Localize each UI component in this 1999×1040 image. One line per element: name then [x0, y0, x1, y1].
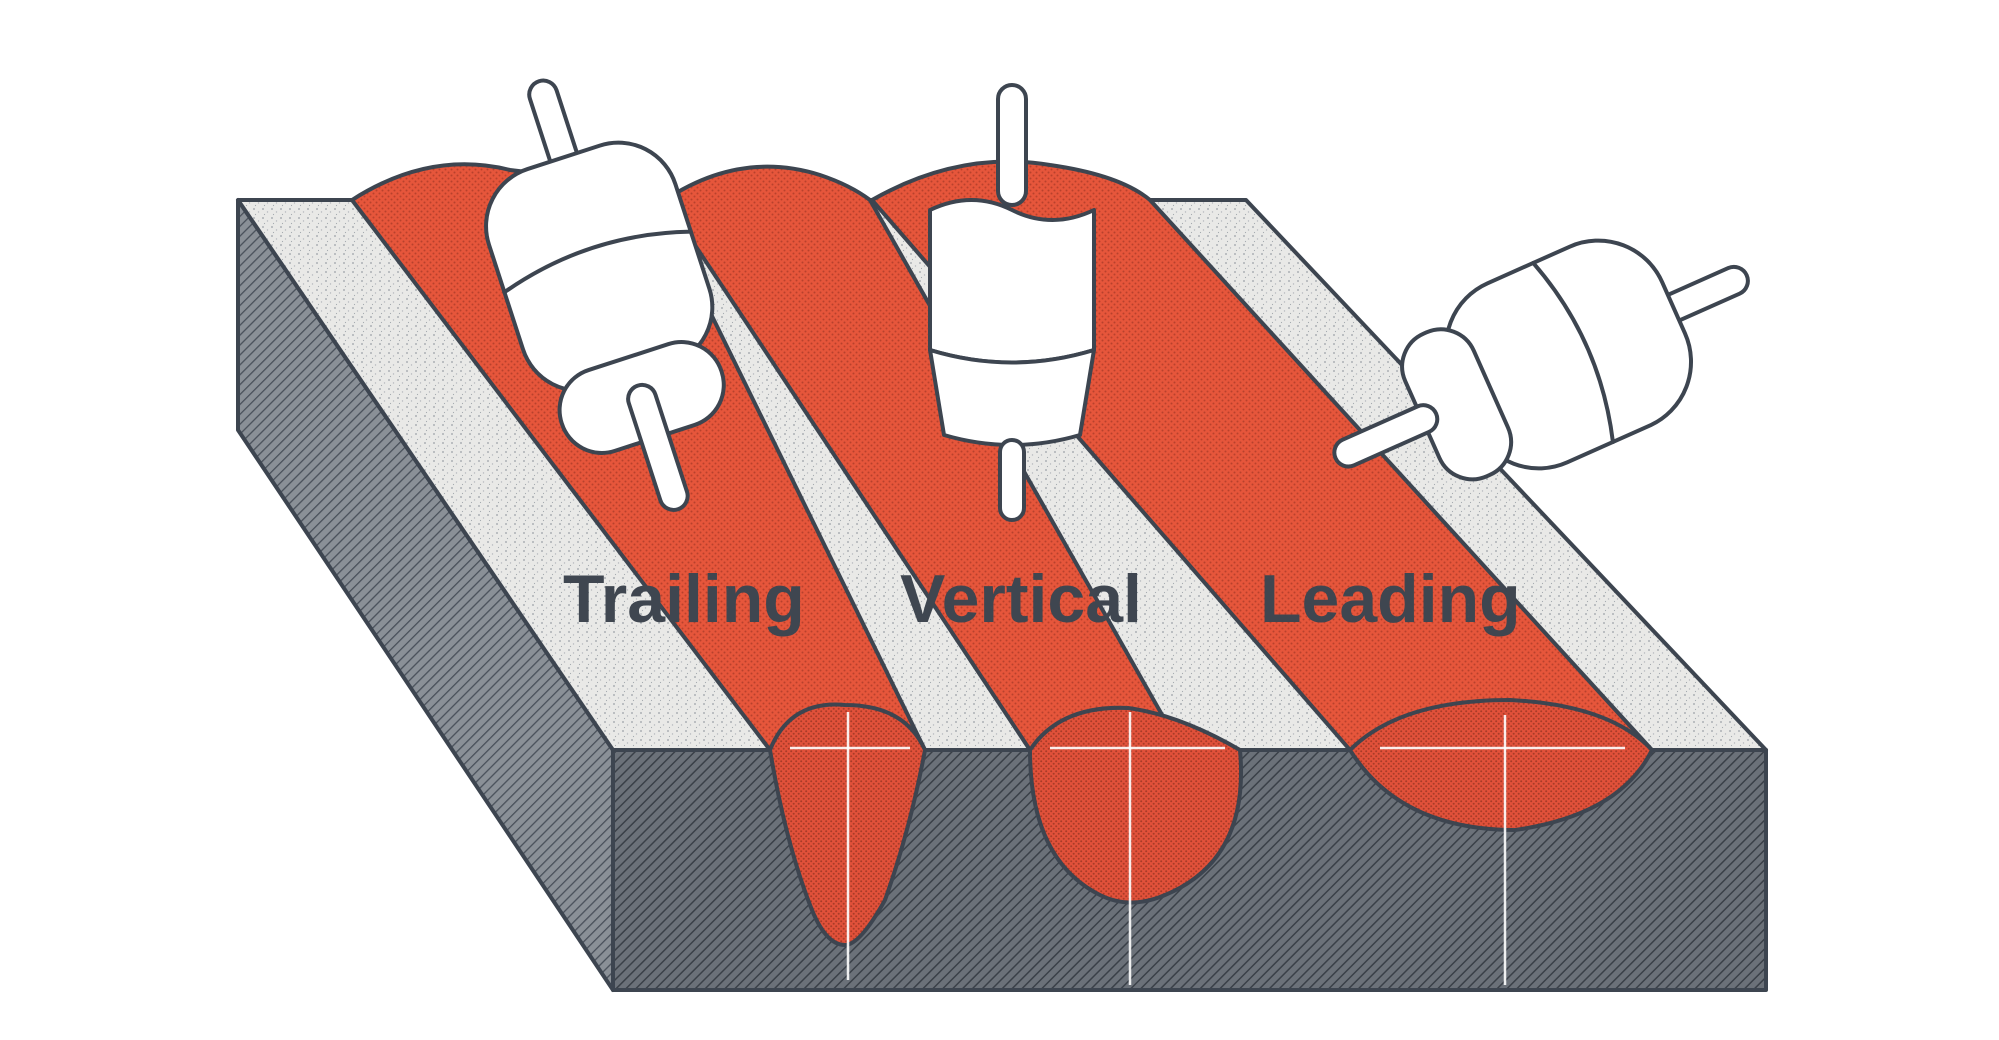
welding-torch-icon	[928, 83, 1096, 522]
weld-bead-vertical-track	[663, 164, 1184, 752]
welding-torch-icon	[484, 78, 726, 512]
label-leading: Leading	[1260, 561, 1521, 637]
profile-vertical	[1028, 705, 1243, 905]
penetration-profiles	[768, 698, 1654, 985]
label-trailing: Trailing	[563, 561, 805, 637]
profile-leading	[1348, 698, 1654, 832]
welding-torch-icon	[1332, 238, 1750, 482]
label-vertical: Vertical	[900, 561, 1142, 637]
